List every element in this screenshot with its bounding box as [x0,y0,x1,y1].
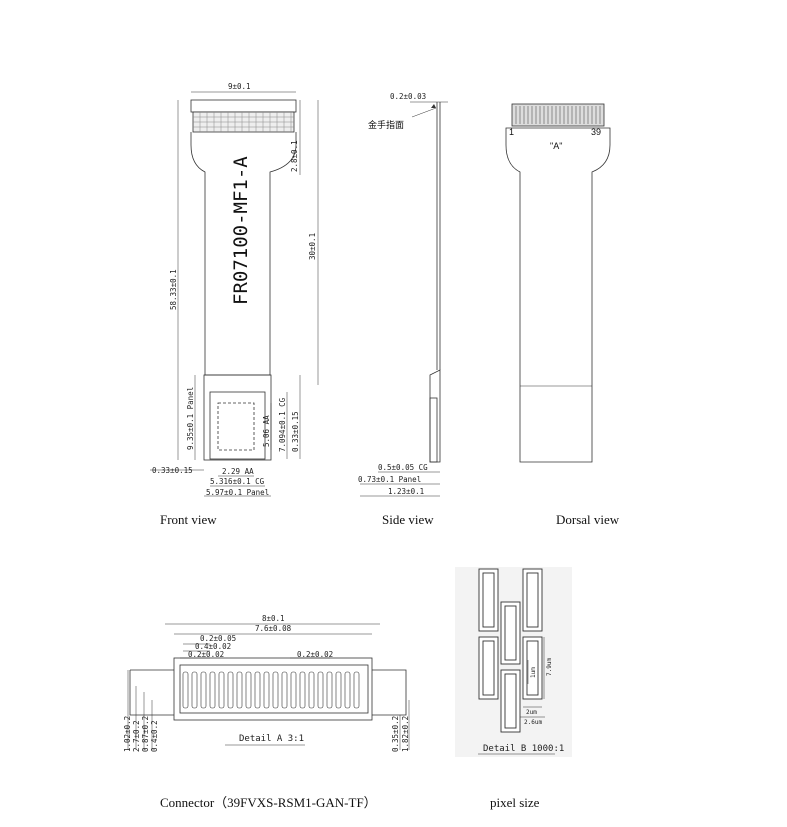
side-panel [429,369,441,463]
front-dim-cg-h: 7.094±0.1 CG [278,397,287,452]
connector-right-flange [372,669,407,716]
front-dim-top-width: 9±0.1 [228,82,251,91]
front-panel [203,374,272,461]
front-fpc-head [190,99,297,113]
front-dim-total: 58.33±0.1 [169,269,178,310]
connector-dim-h2: 2.7±0.2 [132,720,141,752]
connector-dim-h5: 0.35±0.2 [391,716,400,752]
front-part-label: FR07100-MF1-A [230,156,252,305]
connector-inner [179,664,369,714]
pixel-detail-label: Detail B 1000:1 [483,744,564,754]
dorsal-view-caption: Dorsal view [556,512,620,527]
side-dim-thickness: 0.2±0.03 [390,92,426,101]
front-finger-grid [193,112,294,132]
side-view-caption: Side view [382,512,434,527]
connector-dim-h4: 0.4±0.2 [150,720,159,752]
dorsal-fpc-outline [505,127,611,463]
front-cg [209,391,266,460]
side-view [360,101,448,497]
front-view [150,91,319,497]
connector-detail-label: Detail A 3:1 [239,734,304,744]
front-dim-cg-w: 5.316±0.1 CG [210,477,265,486]
pixel-dim-a: 1um [530,667,537,678]
connector-pins [182,671,360,709]
dorsal-connector [511,103,605,127]
connector-dim-h1: 1.02±0.2 [123,716,132,752]
side-note-gold-fingers: 金手指面 [368,119,404,130]
connector-dim-w76: 7.6±0.08 [255,624,292,633]
connector-dim-h3: 0.87±0.2 [141,716,150,752]
dorsal-view [505,103,611,463]
connector-dim-w8: 8±0.1 [262,614,285,623]
front-dim-aa-w: 2.29 AA [222,467,254,476]
connector-dim-w04: 0.4±0.02 [195,642,231,651]
front-dim-aa-h: 5.06 AA [262,415,271,447]
connector-body [173,657,373,721]
connector-dim-w02a: 0.2±0.05 [200,634,236,643]
pixel-dim-c: 2um [526,709,537,716]
pixel-detail [455,567,572,757]
front-dim-neck: 2.8±0.1 [290,140,299,172]
front-active-area [217,402,255,451]
dorsal-pin-last: 39 [591,127,601,137]
pixel-dim-b: 7.9um [546,658,553,676]
front-dim-panel-h: 9.35±0.1 Panel [186,387,195,450]
pixel-dim-d: 2.6um [524,719,542,726]
front-view-caption: Front view [160,512,217,527]
front-dim-panel-w: 5.97±0.1 Panel [206,488,269,497]
connector-caption: Connector（39FVXS-RSM1-GAN-TF） [160,795,377,810]
connector-dim-h6: 1.82±0.2 [401,716,410,752]
side-cg [429,397,438,463]
connector-detail [127,623,410,750]
dorsal-pins [515,106,601,124]
front-dim-tail: 30±0.1 [308,233,317,260]
connector-dim-w02b: 0.2±0.02 [188,650,224,659]
front-dim-offset-w: 0.33±0.15 [152,466,193,475]
front-dim-offset-h: 0.33±0.15 [291,411,300,452]
dorsal-marker: "A" [550,141,562,151]
side-dim-cg: 0.5±0.05 CG [378,463,428,472]
connector-dim-w02c: 0.2±0.02 [297,650,333,659]
pixel-caption: pixel size [490,795,540,810]
side-dim-panel: 0.73±0.1 Panel [358,475,421,484]
side-dim-total: 1.23±0.1 [388,487,424,496]
dorsal-pin-first: 1 [509,127,514,137]
connector-left-flange [129,669,174,716]
